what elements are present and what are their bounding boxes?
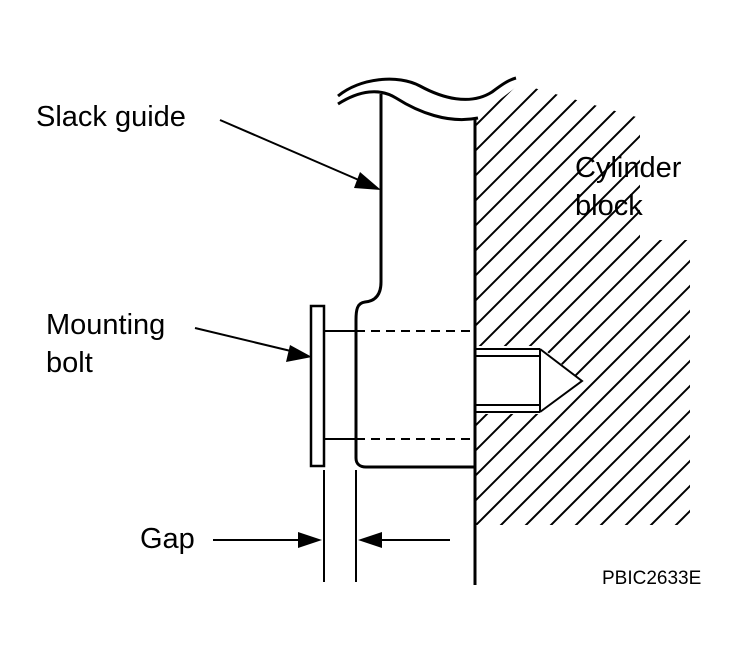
cylinder-block-label-line1: Cylinder — [575, 152, 682, 184]
hatch-line — [476, 84, 690, 525]
hatch-line — [476, 84, 690, 525]
slack-guide-body — [354, 94, 476, 469]
hatch-line — [476, 84, 690, 525]
hatch-line — [476, 84, 627, 525]
hatch-line — [476, 84, 690, 525]
hatch-line — [476, 84, 552, 525]
hatch-line — [675, 84, 690, 525]
bolt-thread — [476, 348, 584, 413]
mounting-bolt-label-line2: bolt — [46, 347, 93, 379]
hatch-line — [476, 84, 690, 525]
hatch-line — [476, 84, 690, 525]
mounting-bolt-leader — [194, 327, 296, 353]
hatch-line — [625, 84, 690, 525]
hatch-line — [476, 84, 690, 525]
gap-label: Gap — [140, 523, 195, 555]
hatch-line — [575, 84, 690, 525]
hatch-line — [476, 84, 477, 525]
slack-guide-leader — [219, 119, 369, 185]
hatch-line — [476, 84, 690, 525]
hatch-line — [476, 84, 690, 525]
bolt-hole — [476, 346, 582, 414]
hatch-line — [476, 84, 652, 525]
mounting-bolt-label-line1: Mounting — [46, 309, 165, 341]
hatch-line — [476, 84, 690, 525]
mounting-bolt-arrowhead — [286, 345, 312, 362]
figure-code: PBIC2633E — [602, 568, 701, 589]
hatch-line — [476, 84, 690, 525]
slack-guide-label: Slack guide — [36, 101, 186, 133]
break-line-upper — [337, 76, 517, 101]
hatch-line — [476, 84, 690, 525]
hatch-line — [550, 84, 690, 525]
hatch-line — [600, 84, 690, 525]
hatch-line — [476, 84, 690, 525]
hatch-line — [476, 84, 690, 525]
gap-arrow-right-head — [358, 532, 382, 548]
hatch-line — [476, 84, 677, 525]
hatch-line — [525, 84, 690, 525]
hatch-line — [500, 84, 690, 525]
hatch-line — [476, 84, 690, 525]
gap-arrow-left-head — [298, 532, 322, 548]
hatch-line — [476, 84, 527, 525]
slack-guide-arrowhead — [354, 172, 381, 190]
hatch-line — [476, 84, 602, 525]
cylinder-block-label-line2: block — [575, 190, 643, 222]
bolt-head — [309, 304, 326, 468]
break-line-lower — [337, 90, 479, 122]
